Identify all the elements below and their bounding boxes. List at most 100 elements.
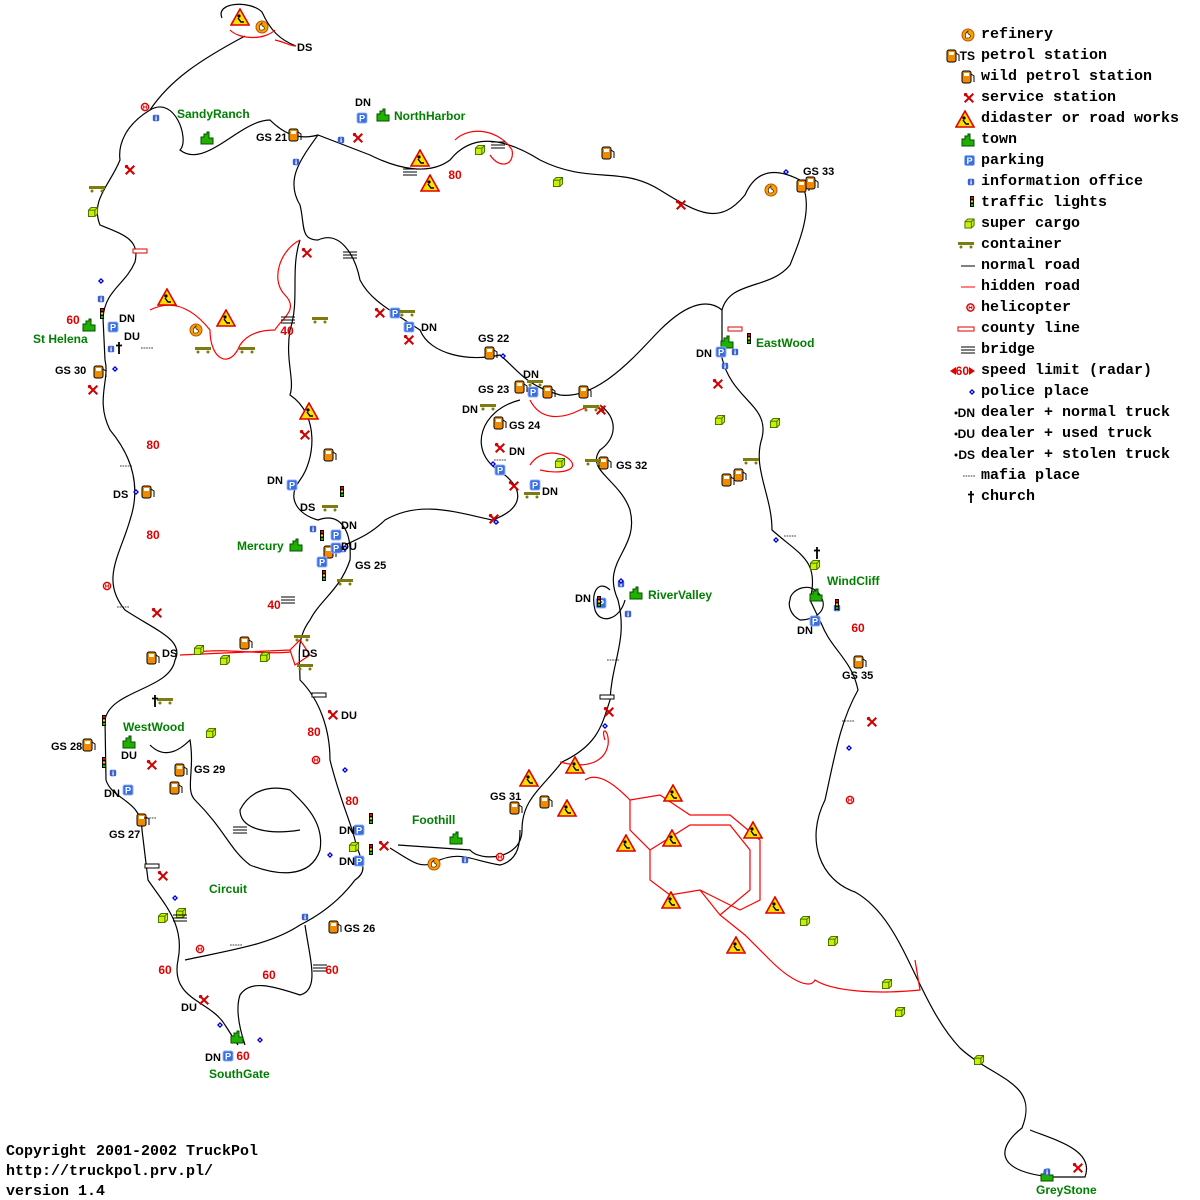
dealer-dn-label[interactable]: DN <box>339 825 355 837</box>
website-link[interactable]: http://truckpol.prv.pl/ <box>6 1163 214 1180</box>
gas-station-label[interactable]: GS 30 <box>55 365 86 377</box>
petrol-station-icon[interactable] <box>721 473 735 487</box>
bridge-icon <box>935 340 975 360</box>
town-label[interactable]: RiverValley <box>648 588 712 602</box>
petrol-station-icon[interactable] <box>288 128 302 142</box>
speed-limit-label: 60 <box>325 963 339 977</box>
information-office-icon <box>309 525 317 533</box>
town-icon[interactable] <box>122 735 136 749</box>
petrol-station-icon[interactable] <box>136 813 150 827</box>
petrol-station-icon[interactable] <box>328 920 342 934</box>
road-north-loop <box>220 3 297 47</box>
gas-station-label[interactable]: GS 22 <box>478 333 509 345</box>
legend-item: mafia place <box>935 465 1179 486</box>
gas-station-label[interactable]: GS 27 <box>109 829 140 841</box>
dealer-dn-label[interactable]: DN <box>355 97 371 109</box>
petrol-station-icon[interactable] <box>484 346 498 360</box>
dealer-dn-label[interactable]: DN <box>462 404 478 416</box>
town-label[interactable]: Foothill <box>412 813 455 827</box>
dealer-dn-label[interactable]: DN <box>267 475 283 487</box>
petrol-station-icon[interactable] <box>323 448 337 462</box>
petrol-station-icon[interactable] <box>601 146 615 160</box>
dealer-ds-label[interactable]: DS <box>302 648 317 660</box>
dealer-dn-label[interactable]: DN <box>341 520 357 532</box>
town-icon[interactable] <box>376 108 390 122</box>
service-station-icon <box>494 442 506 454</box>
petrol-station-icon[interactable] <box>542 385 556 399</box>
gas-station-label[interactable]: GS 29 <box>194 764 225 776</box>
town-icon[interactable] <box>200 131 214 145</box>
town-label[interactable]: Circuit <box>209 882 247 896</box>
gas-station-label[interactable]: GS 32 <box>616 460 647 472</box>
gas-station-label[interactable]: GS 25 <box>355 560 386 572</box>
town-label[interactable]: EastWood <box>756 336 814 350</box>
dealer-dn-label[interactable]: DN <box>797 625 813 637</box>
town-label[interactable]: GreyStone <box>1036 1183 1097 1197</box>
petrol-station-icon[interactable] <box>141 485 155 499</box>
dealer-du-label[interactable]: DU <box>121 750 137 762</box>
petrol-station-icon[interactable] <box>578 385 592 399</box>
parking-icon <box>222 1050 234 1062</box>
gas-station-label[interactable]: GS 35 <box>842 670 873 682</box>
town-label[interactable]: WindCliff <box>827 574 881 588</box>
petrol-station-icon[interactable] <box>539 795 553 809</box>
dealer-ds-label[interactable]: DS <box>300 502 315 514</box>
gas-station-label[interactable]: GS 23 <box>478 384 509 396</box>
dealer-ds-label[interactable]: DS <box>113 489 128 501</box>
dealer-dn-label[interactable]: DN <box>421 322 437 334</box>
dealer-dn-label[interactable]: DN <box>523 369 539 381</box>
town-icon[interactable] <box>449 831 463 845</box>
petrol-station-icon[interactable] <box>493 416 507 430</box>
dealer-ds-label[interactable]: DS <box>297 42 312 54</box>
town-label[interactable]: SandyRanch <box>177 107 250 121</box>
town-label[interactable]: WestWood <box>123 720 185 734</box>
gas-station-label[interactable]: GS 28 <box>51 741 82 753</box>
petrol-station-icon[interactable] <box>169 781 183 795</box>
town-label[interactable]: St Helena <box>33 332 88 346</box>
gas-station-label[interactable]: GS 24 <box>509 420 541 432</box>
town-icon[interactable] <box>289 538 303 552</box>
traffic-lights-icon <box>747 333 751 344</box>
petrol-station-icon[interactable] <box>733 468 747 482</box>
legend-prefix: DU <box>957 426 975 441</box>
dealer-dn-label[interactable]: DN <box>119 313 135 325</box>
service-station-icon <box>87 384 99 396</box>
legend-item: traffic lights <box>935 192 1179 213</box>
petrol-station-icon[interactable] <box>805 176 819 190</box>
petrol-station-icon[interactable] <box>239 636 253 650</box>
dealer-du-label[interactable]: DU <box>181 1002 197 1014</box>
dealer-dn-label[interactable]: DN <box>542 486 558 498</box>
petrol-station-icon[interactable] <box>174 763 188 777</box>
gas-station-label[interactable]: GS 31 <box>490 791 521 803</box>
town-icon[interactable] <box>720 335 734 349</box>
dealer-dn-label[interactable]: DN <box>205 1052 221 1064</box>
legend-item: service station <box>935 87 1179 108</box>
petrol-station-icon[interactable] <box>82 738 96 752</box>
town-icon[interactable] <box>629 586 643 600</box>
town-label[interactable]: SouthGate <box>209 1067 270 1081</box>
petrol-station-icon[interactable] <box>93 365 107 379</box>
town-label[interactable]: NorthHarbor <box>394 109 466 123</box>
dealer-du-label[interactable]: DU <box>124 331 140 343</box>
town-icon[interactable] <box>82 318 96 332</box>
dealer-dn-label[interactable]: DN <box>104 788 120 800</box>
dealer-dn-label[interactable]: DN <box>696 348 712 360</box>
gas-station-label[interactable]: GS 33 <box>803 166 834 178</box>
information-office-icon <box>337 136 345 144</box>
petrol-station-icon[interactable] <box>509 801 523 815</box>
town-label[interactable]: Mercury <box>237 539 284 553</box>
petrol-station-icon[interactable] <box>146 651 160 665</box>
petrol-station-icon[interactable] <box>514 380 528 394</box>
dealer-du-label[interactable]: DU <box>341 710 357 722</box>
petrol-station-icon[interactable] <box>853 655 867 669</box>
gas-station-label[interactable]: GS 21 <box>256 132 287 144</box>
petrol-station-icon[interactable] <box>598 456 612 470</box>
dealer-dn-label[interactable]: DN <box>339 856 355 868</box>
dealer-ds-label[interactable]: DS <box>162 648 177 660</box>
gas-station-label[interactable]: GS 26 <box>344 923 375 935</box>
dealer-dn-label[interactable]: DN <box>509 446 525 458</box>
dealer-du-label[interactable]: DU <box>341 541 357 553</box>
dealer-dn-label[interactable]: DN <box>575 593 591 605</box>
